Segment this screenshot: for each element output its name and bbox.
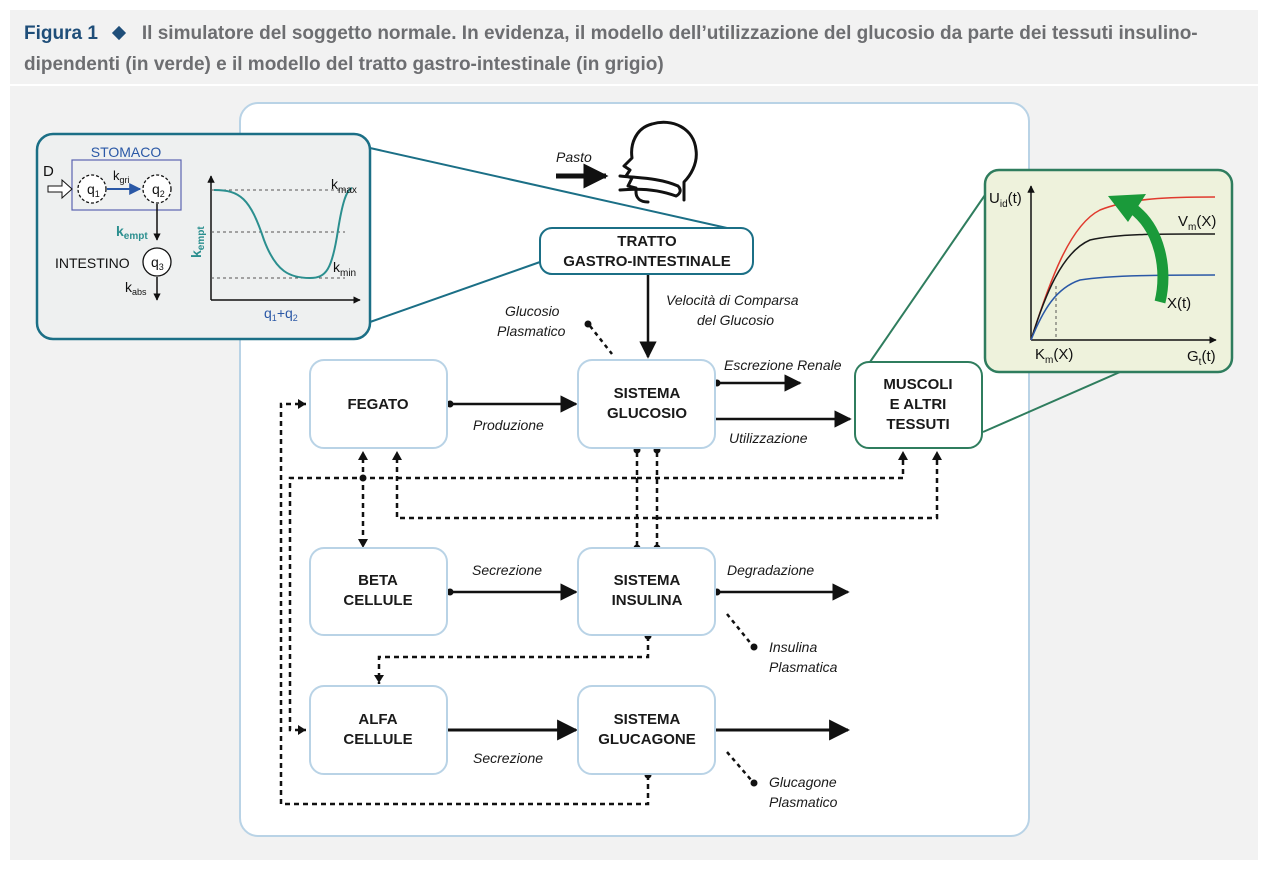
- box-muscoli: MUSCOLI E ALTRI TESSUTI: [854, 361, 983, 449]
- label-escrezione: Escrezione Renale: [724, 357, 842, 373]
- box-muscoli-line2: E ALTRI: [890, 396, 947, 413]
- svg-text:X(t): X(t): [1167, 295, 1191, 312]
- stomaco-label: STOMACO: [91, 144, 162, 160]
- svg-text:Vm(X): Vm(X): [1178, 213, 1216, 233]
- box-glucosio-line1: SISTEMA: [614, 385, 681, 402]
- gi-connector-top: [369, 147, 728, 229]
- d-label: D: [43, 163, 54, 180]
- gi-inset: STOMACO D q1 kgri q2 kempt INTESTINO q3 …: [35, 132, 372, 341]
- figure-label: Figura 1: [24, 23, 98, 44]
- svg-text:Uid(t): Uid(t): [989, 190, 1022, 210]
- curve-red: [1030, 196, 1216, 341]
- insulina-plasmatica-dot: [750, 643, 758, 651]
- label-glucosio-plasmatico-2: Plasmatico: [497, 323, 566, 339]
- green-arrow-shaft: [1128, 203, 1169, 304]
- q3-node: [142, 247, 172, 277]
- svg-text:kmax: kmax: [331, 176, 357, 196]
- box-muscoli-line1: MUSCOLI: [883, 376, 952, 393]
- muscle-connector-top: [869, 194, 986, 363]
- feedback-lines: [279, 402, 939, 806]
- label-insulina-plasmatica-2: Plasmatica: [769, 659, 838, 675]
- label-glucagone-plasmatico-2: Plasmatico: [769, 794, 838, 810]
- q2-node: [142, 174, 172, 204]
- box-beta: BETA CELLULE: [309, 547, 448, 636]
- curve-black: [1030, 233, 1216, 341]
- muscle-connector-bottom: [982, 371, 1121, 433]
- label-velocita-2: del Glucosio: [697, 312, 774, 328]
- box-glucagone-line2: GLUCAGONE: [598, 731, 696, 748]
- feedback-arrowheads: [298, 399, 942, 735]
- label-velocita-1: Velocità di Comparsa: [666, 292, 799, 308]
- box-alfa-line2: CELLULE: [343, 731, 412, 748]
- svg-text:kmin: kmin: [333, 259, 356, 279]
- svg-text:q1: q1: [87, 181, 100, 199]
- box-gi: TRATTO GASTRO-INTESTINALE: [539, 227, 754, 275]
- box-gi-line2: GASTRO-INTESTINALE: [563, 253, 731, 270]
- glucosio-plasmatico-dot: [584, 320, 592, 328]
- glucagone-plasmatico-link: [726, 751, 753, 782]
- box-glucagone: SISTEMA GLUCAGONE: [577, 685, 716, 775]
- box-beta-line2: CELLULE: [343, 592, 412, 609]
- box-fegato: FEGATO: [309, 359, 448, 449]
- box-alfa-line1: ALFA: [358, 711, 397, 728]
- d-input-arrow-icon: [47, 178, 73, 200]
- box-insulina-line1: SISTEMA: [614, 572, 681, 589]
- box-gi-line1: TRATTO: [617, 233, 677, 250]
- box-insulina-line2: INSULINA: [612, 592, 683, 609]
- label-degradazione: Degradazione: [727, 562, 814, 578]
- svg-text:kabs: kabs: [125, 279, 147, 297]
- label-insulina-plasmatica-1: Insulina: [769, 639, 817, 655]
- glucagone-plasmatico-dot: [750, 779, 758, 787]
- secrezione-beta-origin-dot: [446, 588, 454, 596]
- box-insulina: SISTEMA INSULINA: [577, 547, 716, 636]
- box-glucosio-line2: GLUCOSIO: [607, 405, 687, 422]
- stomach-box: [71, 159, 182, 211]
- insulina-plasmatica-link: [726, 613, 753, 646]
- label-secrezione-alfa: Secrezione: [473, 750, 543, 766]
- svg-text:kempt: kempt: [188, 226, 207, 258]
- svg-text:q2: q2: [152, 181, 165, 199]
- svg-text:q3: q3: [151, 254, 164, 272]
- svg-text:kempt: kempt: [116, 223, 148, 242]
- intestino-label: INTESTINO: [55, 255, 130, 271]
- box-beta-line1: BETA: [358, 572, 398, 589]
- box-glucosio: SISTEMA GLUCOSIO: [577, 359, 716, 449]
- label-glucosio-plasmatico-1: Glucosio: [505, 303, 560, 319]
- svg-text:kgri: kgri: [113, 168, 130, 185]
- q1-node: [77, 174, 107, 204]
- label-secrezione-beta: Secrezione: [472, 562, 542, 578]
- caption-text: Il simulatore del soggetto normale. In e…: [24, 23, 1198, 75]
- gi-connector-bottom: [369, 261, 541, 323]
- produzione-origin-dot: [446, 400, 454, 408]
- green-arrow-head-icon: [1108, 194, 1146, 222]
- box-fegato-line1: FEGATO: [347, 396, 408, 413]
- curve-blue: [1030, 274, 1216, 341]
- box-glucagone-line1: SISTEMA: [614, 711, 681, 728]
- label-utilizzazione: Utilizzazione: [729, 430, 808, 446]
- main-panel: [239, 102, 1030, 837]
- label-produzione: Produzione: [473, 417, 544, 433]
- label-pasto: Pasto: [556, 149, 592, 165]
- svg-text:Km(X): Km(X): [1035, 346, 1073, 366]
- box-alfa: ALFA CELLULE: [309, 685, 448, 775]
- muscle-inset: Uid(t) Vm(X) X(t) Km(X) Gt(t): [983, 168, 1234, 374]
- svg-text:Gt(t): Gt(t): [1187, 348, 1216, 368]
- head-profile-icon: [618, 120, 698, 204]
- svg-text:q1+q2: q1+q2: [264, 305, 298, 323]
- box-muscoli-line3: TESSUTI: [886, 416, 949, 433]
- kempt-curve: [213, 187, 353, 280]
- glucosio-plasmatico-link: [589, 325, 613, 355]
- label-glucagone-plasmatico-1: Glucagone: [769, 774, 837, 790]
